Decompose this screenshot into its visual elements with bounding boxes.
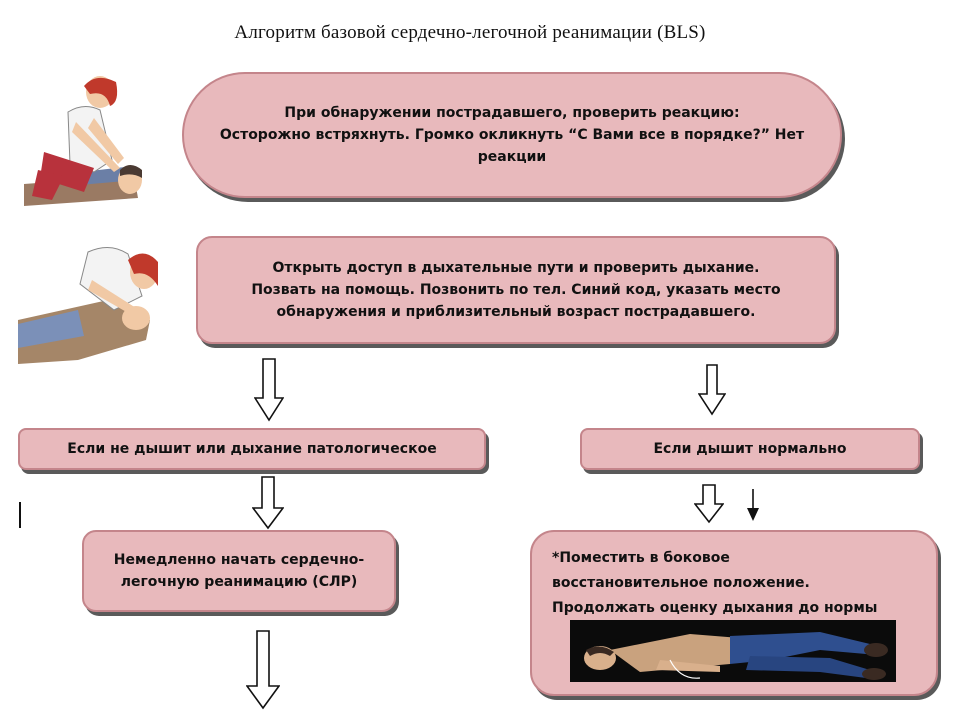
step-recovery-line-2: восстановительное положение. [552, 575, 810, 591]
arrow-down-thin [747, 489, 759, 521]
step-check-response-line-1: При обнаружении пострадавшего, проверить… [284, 105, 740, 121]
branch-not-breathing: Если не дышит или дыхание патологическое [18, 428, 486, 470]
step-airway-line-3: обнаружения и приблизительный возраст по… [276, 304, 756, 320]
step-start-cpr-line-1: Немедленно начать сердечно- [113, 552, 365, 568]
branch-not-breathing-label: Если не дышит или дыхание патологическое [67, 441, 437, 457]
left-edge-tick [19, 502, 21, 528]
branch-breathing-normal-label: Если дышит нормально [653, 441, 847, 457]
arrow-down-left-2 [252, 476, 284, 530]
step-airway-breathing: Открыть доступ в дыхательные пути и пров… [196, 236, 836, 344]
arrow-down-left-3 [246, 630, 280, 710]
step-start-cpr-line-2: легочную реанимацию (СЛР) [120, 574, 358, 590]
step-recovery-line-3: Продолжать оценку дыхания до нормы [552, 600, 878, 616]
arrow-down-right-1 [698, 364, 726, 416]
step-check-response: При обнаружении пострадавшего, проверить… [182, 72, 842, 198]
diagram-title: Алгоритм базовой сердечно-легочной реани… [234, 22, 706, 43]
recovery-position-photo [570, 620, 896, 682]
step-recovery-line-1: *Поместить в боковое [552, 550, 730, 566]
step-airway-line-2: Позвать на помощь. Позвонить по тел. Син… [251, 282, 781, 298]
rescuer-checking-breathing-icon [18, 247, 158, 364]
rescuer-checking-victim-icon [24, 76, 142, 206]
step-airway-line-1: Открыть доступ в дыхательные пути и пров… [272, 260, 760, 276]
branch-breathing-normal: Если дышит нормально [580, 428, 920, 470]
step-check-response-line-3: реакции [477, 149, 547, 165]
arrow-down-right-2 [694, 484, 724, 524]
step-check-response-line-2: Осторожно встряхнуть. Громко окликнуть “… [219, 127, 805, 143]
step-start-cpr: Немедленно начать сердечно- легочную реа… [82, 530, 396, 612]
arrow-down-left-1 [254, 358, 284, 422]
